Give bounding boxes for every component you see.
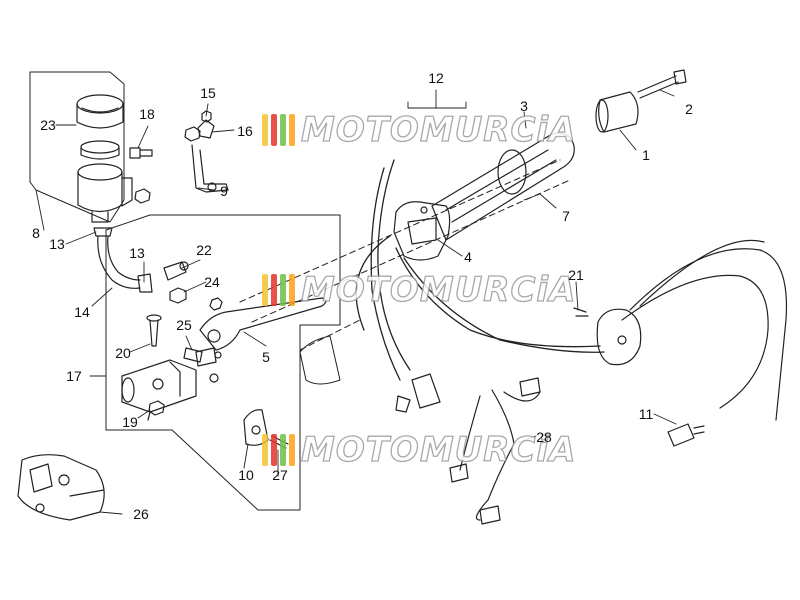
watermark-bar xyxy=(271,434,277,466)
pin-25 xyxy=(183,347,203,363)
watermark-bars xyxy=(262,114,295,146)
callout-14: 14 xyxy=(74,304,90,320)
watermark-text: MOTOMURCiA xyxy=(300,429,577,470)
watermark-bars xyxy=(262,434,295,466)
callout-3: 3 xyxy=(520,98,528,114)
cable-actuator xyxy=(573,307,642,366)
callout-16: 16 xyxy=(237,123,253,139)
frame-group-8 xyxy=(29,71,125,223)
watermark-bar xyxy=(262,274,268,306)
callout-25: 25 xyxy=(176,317,192,333)
watermark-bar xyxy=(289,274,295,306)
handlebar-tube xyxy=(299,335,341,385)
master-cylinder-body xyxy=(121,359,197,421)
leader-lines xyxy=(35,89,677,515)
callout-2: 2 xyxy=(685,101,693,117)
callout-15: 15 xyxy=(200,85,216,101)
callout-9: 9 xyxy=(220,183,228,199)
bolt-20 xyxy=(146,314,162,347)
nut-24 xyxy=(169,287,187,304)
watermark-bar xyxy=(271,274,277,306)
watermark-bar xyxy=(289,434,295,466)
hose-14 xyxy=(93,227,153,293)
callout-12: 12 xyxy=(428,70,444,86)
callout-21: 21 xyxy=(568,267,584,283)
watermark-bar xyxy=(262,434,268,466)
clamp-10 xyxy=(243,409,269,446)
watermark-text: MOTOMURCiA xyxy=(300,109,577,150)
bracket-9 xyxy=(184,110,229,193)
callout-4: 4 xyxy=(464,249,472,265)
wiring-harness-28 xyxy=(449,377,541,525)
callout-10: 10 xyxy=(238,467,254,483)
frame-group-17 xyxy=(105,214,341,511)
throttle-cables xyxy=(355,159,605,381)
callout-28: 28 xyxy=(536,429,552,445)
watermark-bars xyxy=(262,274,295,306)
adjuster-11 xyxy=(667,423,705,447)
callout-7: 7 xyxy=(562,208,570,224)
callout-17: 17 xyxy=(66,368,82,384)
watermark-bar xyxy=(280,434,286,466)
reservoir-cap-23 xyxy=(76,94,124,160)
callout-18: 18 xyxy=(139,106,155,122)
watermark-bar xyxy=(280,114,286,146)
callout-24: 24 xyxy=(204,274,220,290)
callout-23: 23 xyxy=(40,117,56,133)
watermark-bar xyxy=(271,114,277,146)
watermark-text: MOTOMURCiA xyxy=(300,269,577,310)
callout-19: 19 xyxy=(122,414,138,430)
reservoir-body xyxy=(77,163,133,223)
callout-26: 26 xyxy=(133,506,149,522)
callout-13a: 13 xyxy=(49,236,65,252)
callout-1: 1 xyxy=(642,147,650,163)
bar-end-1 xyxy=(595,91,639,133)
screw-2 xyxy=(637,69,687,99)
watermark-top: MOTOMURCiA xyxy=(262,109,577,151)
cable-run xyxy=(621,239,788,421)
watermark-middle: MOTOMURCiA xyxy=(262,269,577,311)
watermark-bar xyxy=(280,274,286,306)
switch-assembly-26 xyxy=(17,454,105,521)
lever-5 xyxy=(195,297,327,383)
grip-7 xyxy=(431,132,575,241)
handlebar xyxy=(239,159,571,351)
callout-11: 11 xyxy=(638,406,654,422)
screw-18 xyxy=(129,147,153,159)
watermark-bar xyxy=(289,114,295,146)
callout-13b: 13 xyxy=(129,245,145,261)
fitting-22 xyxy=(163,261,189,281)
callout-22: 22 xyxy=(196,242,212,258)
watermark-bottom: MOTOMURCiA xyxy=(262,429,577,471)
callout-27: 27 xyxy=(272,467,288,483)
callout-20: 20 xyxy=(115,345,131,361)
reservoir-nut xyxy=(134,188,151,204)
callout-5: 5 xyxy=(262,349,270,365)
throttle-housing-4 xyxy=(393,201,451,261)
callout-8: 8 xyxy=(32,225,40,241)
switch-connector xyxy=(395,373,441,413)
watermark-bar xyxy=(262,114,268,146)
